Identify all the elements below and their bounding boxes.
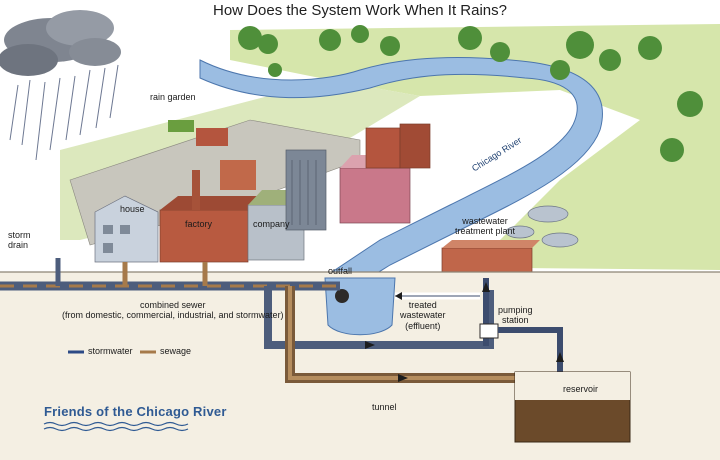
label-wastewater-plant: wastewater treatment plant (455, 216, 516, 237)
interceptor-pipe (264, 286, 494, 349)
effluent-arrow (395, 292, 402, 300)
label-factory: factory (185, 219, 213, 229)
legend-stormwater-label: stormwater (88, 346, 133, 356)
page-title: How Does the System Work When It Rains? (213, 2, 507, 19)
chicago-river (199, 56, 603, 291)
label-treated-wastewater: treated wastewater (effluent) (400, 300, 446, 331)
tunnel-arrow (398, 374, 408, 382)
treatment-plant-site (441, 205, 579, 277)
pumping-station-box (479, 323, 499, 339)
riverside-buildings (339, 123, 431, 224)
interceptor-arrow (365, 341, 375, 349)
label-combined-sewer: combined sewer (from domestic, commercia… (62, 300, 284, 321)
reservoir-top (515, 372, 630, 400)
rain-streaks (9, 64, 119, 161)
label-outfall: outfall (328, 266, 353, 276)
label-tunnel: tunnel (372, 402, 397, 412)
rain-cloud (0, 10, 121, 76)
label-reservoir: reservoir (563, 384, 599, 394)
label-pumping-station: pumping station (498, 305, 533, 326)
factory-building (159, 160, 262, 263)
plant-riser-arrow (482, 282, 490, 292)
label-rain-garden: rain garden (150, 92, 196, 102)
company-building (247, 149, 327, 261)
rain-garden-bed (168, 120, 194, 132)
label-house: house (120, 204, 145, 214)
brand-waves (43, 421, 189, 432)
outfall-pipe-opening (335, 289, 349, 303)
label-company: company (253, 219, 290, 229)
legend-sewage-label: sewage (160, 346, 192, 356)
tunnel-pipe-core (288, 286, 520, 380)
house-building (94, 195, 159, 263)
grass-field (230, 24, 720, 270)
label-storm-drain: storm drain (8, 230, 31, 251)
trees (238, 25, 703, 162)
brand-logo-text: Friends of the Chicago River (44, 404, 227, 419)
pump-arrow (556, 352, 564, 362)
rain-garden-house (196, 128, 228, 146)
